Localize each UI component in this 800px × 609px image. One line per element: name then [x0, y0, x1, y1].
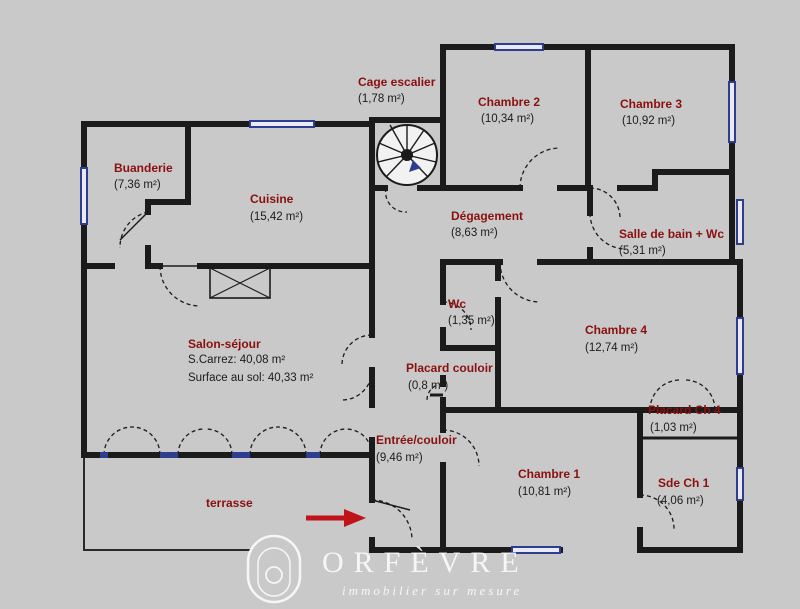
- window-chambre-2: [494, 43, 544, 51]
- placard-ch4-name: Placard Ch 4: [648, 403, 721, 417]
- degagement-name: Dégagement: [451, 209, 523, 223]
- logo-emblem: [246, 534, 302, 604]
- entree-area: (9,46 m²): [376, 452, 423, 464]
- window-buanderie: [80, 167, 88, 225]
- window-cuisine: [249, 120, 315, 128]
- sde-ch1-area: (4,06 m²): [657, 495, 704, 507]
- placard-couloir-name: Placard couloir: [406, 361, 493, 375]
- wc-name: Wc: [448, 297, 466, 311]
- kitchen-hood: [209, 267, 271, 299]
- logo-tagline: immobilier sur mesure: [342, 583, 522, 598]
- room-labels: Cage escalier (1,78 m²) Chambre 2 (10,34…: [114, 75, 724, 510]
- cage-escalier-area: (1,78 m²): [358, 93, 405, 105]
- salon-sol: Surface au sol: 40,33 m²: [188, 372, 313, 384]
- cuisine-area: (15,42 m²): [250, 211, 303, 223]
- windows: [80, 43, 744, 554]
- terrace-outline: [83, 455, 250, 551]
- salon-name: Salon-séjour: [188, 337, 261, 351]
- chambre-4-name: Chambre 4: [585, 323, 647, 337]
- chambre-2-name: Chambre 2: [478, 95, 540, 109]
- wc-area: (1,35 m²): [448, 315, 495, 327]
- window-chambre-4: [736, 317, 744, 375]
- terrasse-name: terrasse: [206, 496, 253, 510]
- chambre-1-area: (10,81 m²): [518, 486, 571, 498]
- window-sde: [736, 467, 744, 501]
- placard-couloir-area: (0,8 m²): [408, 380, 448, 392]
- chambre-3-area: (10,92 m²): [622, 115, 675, 127]
- orfevre-logo: ORFÈVRE immobilier sur mesure: [246, 534, 529, 604]
- logo-word: ORFÈVRE: [322, 546, 529, 579]
- window-chambre-3: [728, 81, 736, 143]
- chambre-1-name: Chambre 1: [518, 467, 580, 481]
- cage-escalier-name: Cage escalier: [358, 75, 436, 89]
- window-chambre-1: [511, 546, 561, 554]
- chambre-2-area: (10,34 m²): [481, 113, 534, 125]
- doors: [100, 147, 716, 541]
- chambre-3-name: Chambre 3: [620, 97, 682, 111]
- cuisine-name: Cuisine: [250, 192, 294, 206]
- chambre-4-area: (12,74 m²): [585, 342, 638, 354]
- placard-ch4-area: (1,03 m²): [650, 422, 697, 434]
- entree-name: Entrée/couloir: [376, 433, 457, 447]
- salon-carrez: S.Carrez: 40,08 m²: [188, 354, 285, 366]
- buanderie-area: (7,36 m²): [114, 179, 161, 191]
- sde-ch1-name: Sde Ch 1: [658, 476, 710, 490]
- window-salle-de-bain: [736, 199, 744, 245]
- spiral-stairs: [376, 124, 438, 213]
- degagement-area: (8,63 m²): [451, 227, 498, 239]
- entrance-arrow: [306, 509, 366, 527]
- salle-de-bain-area: (5,31 m²): [619, 245, 666, 257]
- buanderie-name: Buanderie: [114, 161, 173, 175]
- salle-de-bain-name: Salle de bain + Wc: [619, 227, 724, 241]
